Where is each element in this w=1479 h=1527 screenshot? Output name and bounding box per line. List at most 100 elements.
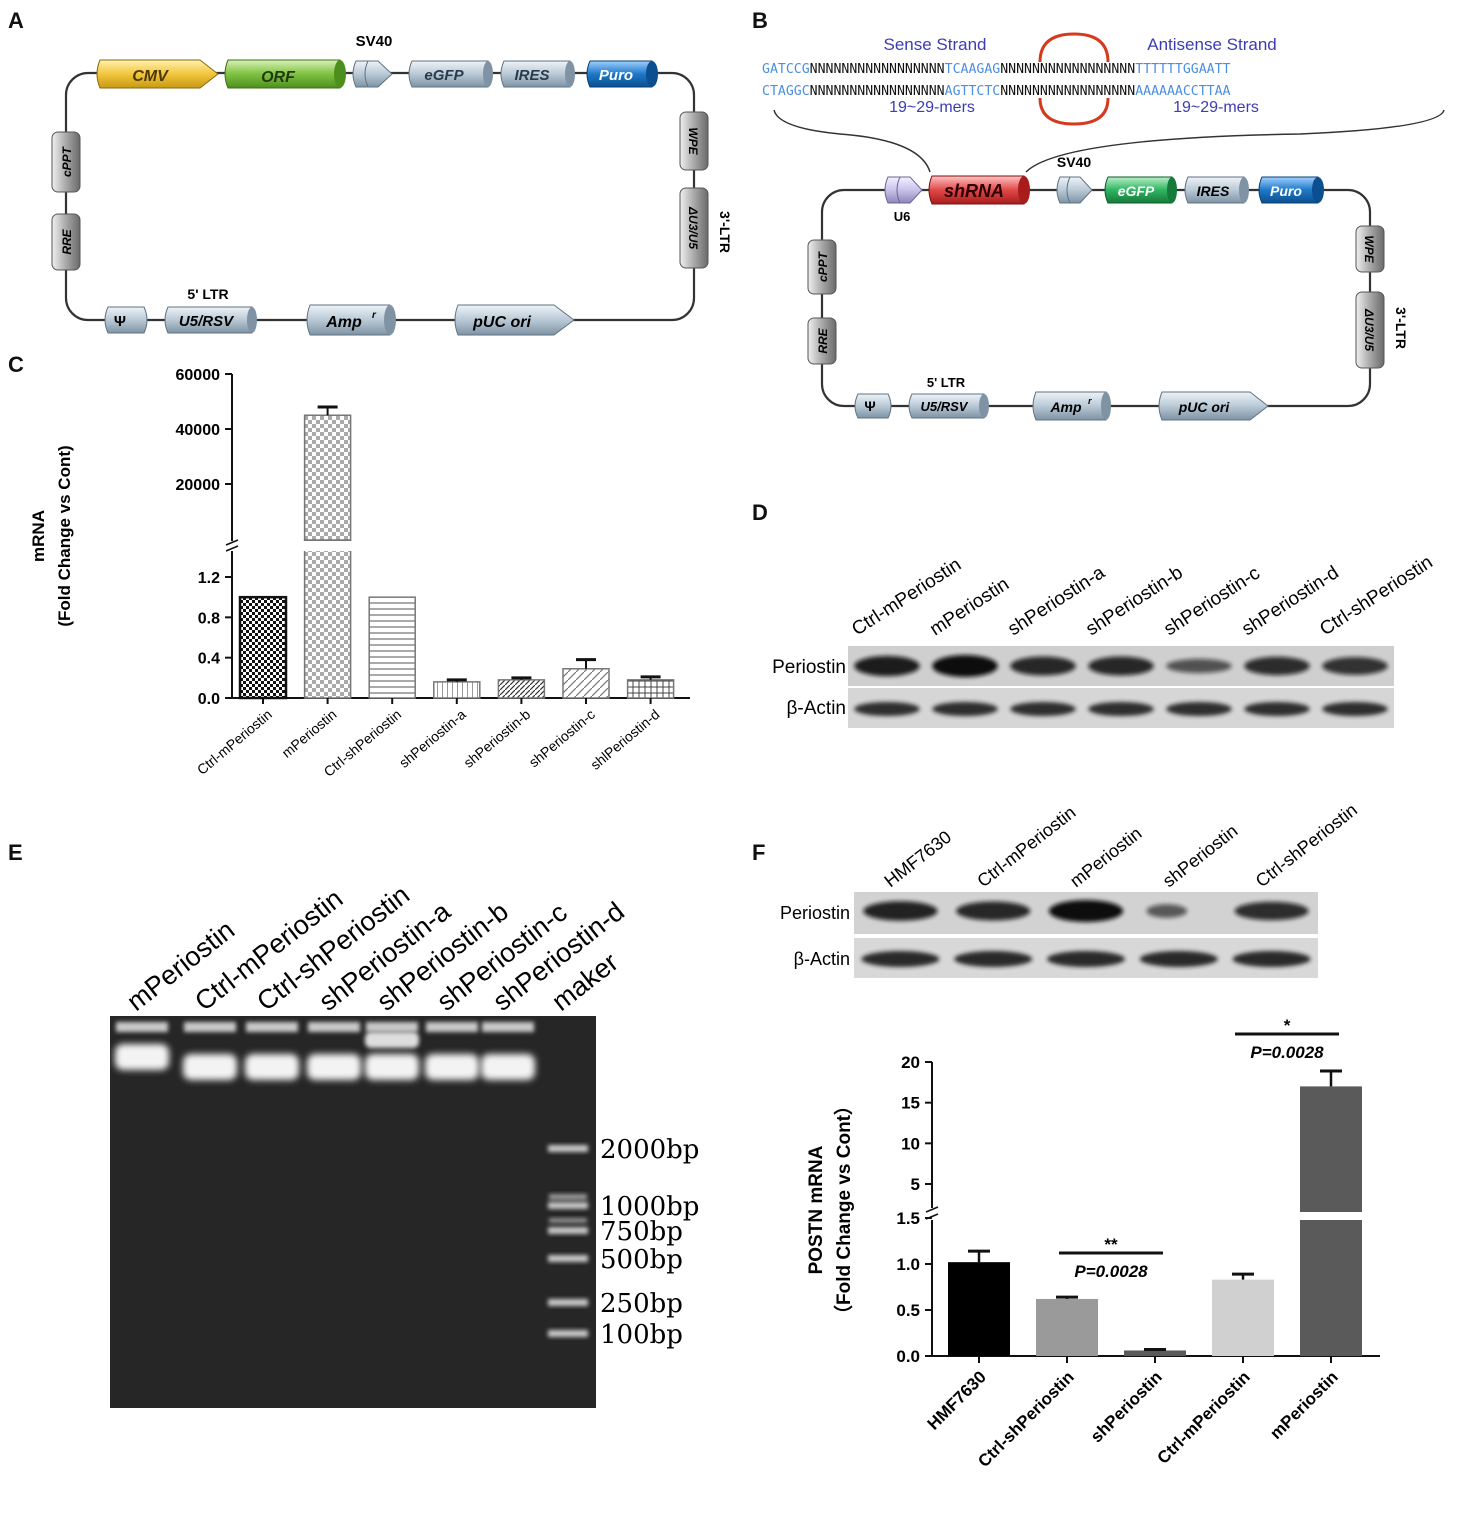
chart-c-bar [497,679,546,699]
chart-c-bar-lower [303,540,352,699]
gel-e-ladder-band [548,1145,588,1152]
svg-text:U6: U6 [894,209,911,224]
chart-f-xtick-label: HMF7630 [924,1367,990,1433]
vector-a-psi: Ψ [104,306,148,334]
chart-f-bar [1036,1298,1098,1356]
blot-d-band-periostin [932,655,998,677]
chart-c-xtick-label: shPeriostin-b [460,706,533,771]
panel-letter-f: F [752,840,765,865]
svg-text:r: r [372,310,377,321]
gel-e-band [115,1044,169,1070]
panel-e-agarose-gel: mPeriostinCtrl-mPeriostinCtrl-shPeriosti… [110,879,699,1408]
chart-c-axis-break [225,539,239,552]
chart-c-ytick-label-upper: 40000 [176,422,221,439]
panel-letter-a: A [8,8,24,33]
svg-text:ΔU3/U5: ΔU3/U5 [1362,308,1376,351]
panel-c-bar-chart: mRNA (Fold Change vs Cont) 2000040000600… [29,367,690,780]
blot-f-row-actin: β-Actin [794,949,850,969]
sequence-top: GATCCGNNNNNNNNNNNNNNNNNTCAAGAGNNNNNNNNNN… [762,62,1231,77]
blot-f-band-actin [1232,951,1311,967]
gel-e-well [482,1022,534,1032]
mers-left-label: 19~29-mers [889,99,975,116]
gel-e-ladder-label: 1000bp [600,1192,699,1222]
chart-c-bar [626,679,675,699]
svg-text:CMV: CMV [132,68,169,85]
blot-d-band-periostin [1244,656,1310,676]
blot-f-band-periostin [956,901,1031,921]
chart-f-ytick-label-upper: 15 [901,1094,920,1113]
svg-text:Puro: Puro [599,67,633,84]
blot-f-band-actin [1139,951,1218,967]
svg-text:ORF: ORF [261,69,296,86]
blot-f-band-periostin [1234,901,1309,921]
chart-c-ylabel: mRNA [29,510,48,562]
blot-d-band-actin [1010,702,1076,716]
blot-f-band-periostin [1048,900,1124,922]
blot-d-band-actin [1088,702,1154,716]
vector-b-puro: Puro [1258,176,1324,204]
blot-f-band-actin [861,951,940,967]
svg-text:Ψ: Ψ [864,398,875,414]
vector-b-amp: Amp r [1032,391,1111,421]
svg-text:IRES: IRES [514,67,549,84]
gel-e-ladder-label: 500bp [600,1245,683,1275]
svg-text:eGFP: eGFP [1118,183,1155,199]
chart-c-xtick-label: shPeriostin-a [396,706,469,771]
gel-e-well [366,1022,418,1032]
blot-f-lane-label: Ctrl-shPeriostin [1252,800,1361,892]
gel-e-ladder-label: 100bp [600,1320,683,1350]
blot-f-row-periostin: Periostin [780,903,850,923]
gel-e-well [116,1022,168,1032]
panel-b-shrna-vector: Sense Strand Antisense Strand GATCCGNNNN… [762,32,1445,421]
gel-e-band [183,1054,237,1080]
blot-d-band-actin [1322,702,1388,716]
blot-f-band-periostin [863,901,938,921]
blot-f-band-actin [954,951,1033,967]
svg-text:3'-LTR: 3'-LTR [717,211,733,253]
svg-text:5' LTR: 5' LTR [187,286,228,302]
chart-c-bar [368,596,416,699]
chart-f-ylabel: POSTN mRNA [806,1145,827,1274]
panel-letter-b: B [752,8,768,33]
gel-e-ladder-band [548,1299,588,1306]
gel-e-ladder-label: 250bp [600,1289,683,1319]
vector-a-du3u5: ΔU3/U5 3'-LTR [679,187,733,269]
svg-text:5' LTR: 5' LTR [927,375,966,390]
chart-f-bar [948,1262,1010,1356]
chart-f-ytick-label-lower: 1.5 [896,1209,920,1228]
chart-f-significance-stars: ** [1104,1235,1118,1254]
blot-d-band-actin [1166,702,1232,716]
gel-e-band [481,1054,535,1080]
gel-e-ladder-band-minor [549,1194,587,1200]
gel-e-band [365,1054,419,1080]
vector-b-ires: IRES [1184,176,1249,204]
gel-e-ladder-band-minor [549,1218,587,1223]
chart-f-ylabel2: （Fold Change vs Cont） [832,1096,855,1324]
vector-b-shrna: shRNA [928,175,1030,205]
svg-text:3'-LTR: 3'-LTR [1393,307,1409,349]
vector-b-puc-ori: pUC ori [1158,391,1269,421]
svg-text:SV40: SV40 [356,33,393,50]
panel-letters: A B C D E F [8,8,768,865]
vector-a-wpe: WPE [679,111,709,171]
sequence-bottom: CTAGGCNNNNNNNNNNNNNNNNNAGTTCTCNNNNNNNNNN… [762,84,1231,99]
svg-text:Ψ: Ψ [114,313,126,330]
blot-f-lane-label: mPeriostin [1066,823,1145,891]
svg-text:RRE: RRE [816,327,830,353]
vector-b-u5rsv: U5/RSV 5' LTR [908,375,989,419]
panel-letter-e: E [8,840,23,865]
svg-text:pUC ori: pUC ori [472,314,531,331]
svg-text:U5/RSV: U5/RSV [921,399,969,414]
chart-c-ytick-label-lower: 0.0 [198,691,220,708]
chart-c-ytick-label-lower: 0.4 [198,651,220,668]
gel-e-band [245,1054,299,1080]
blot-d-row-periostin: Periostin [772,657,846,678]
vector-a-sv40: SV40 [352,33,393,88]
chart-f-xtick-label: Ctrl-mPeriostin [1154,1367,1254,1467]
gel-e-ladder-band [548,1255,588,1262]
blot-d-lane-label: Ctrl-shPeriostin [1316,552,1436,640]
vector-a-u5rsv: U5/RSV 5' LTR [164,286,257,334]
svg-text:WPE: WPE [686,127,700,155]
